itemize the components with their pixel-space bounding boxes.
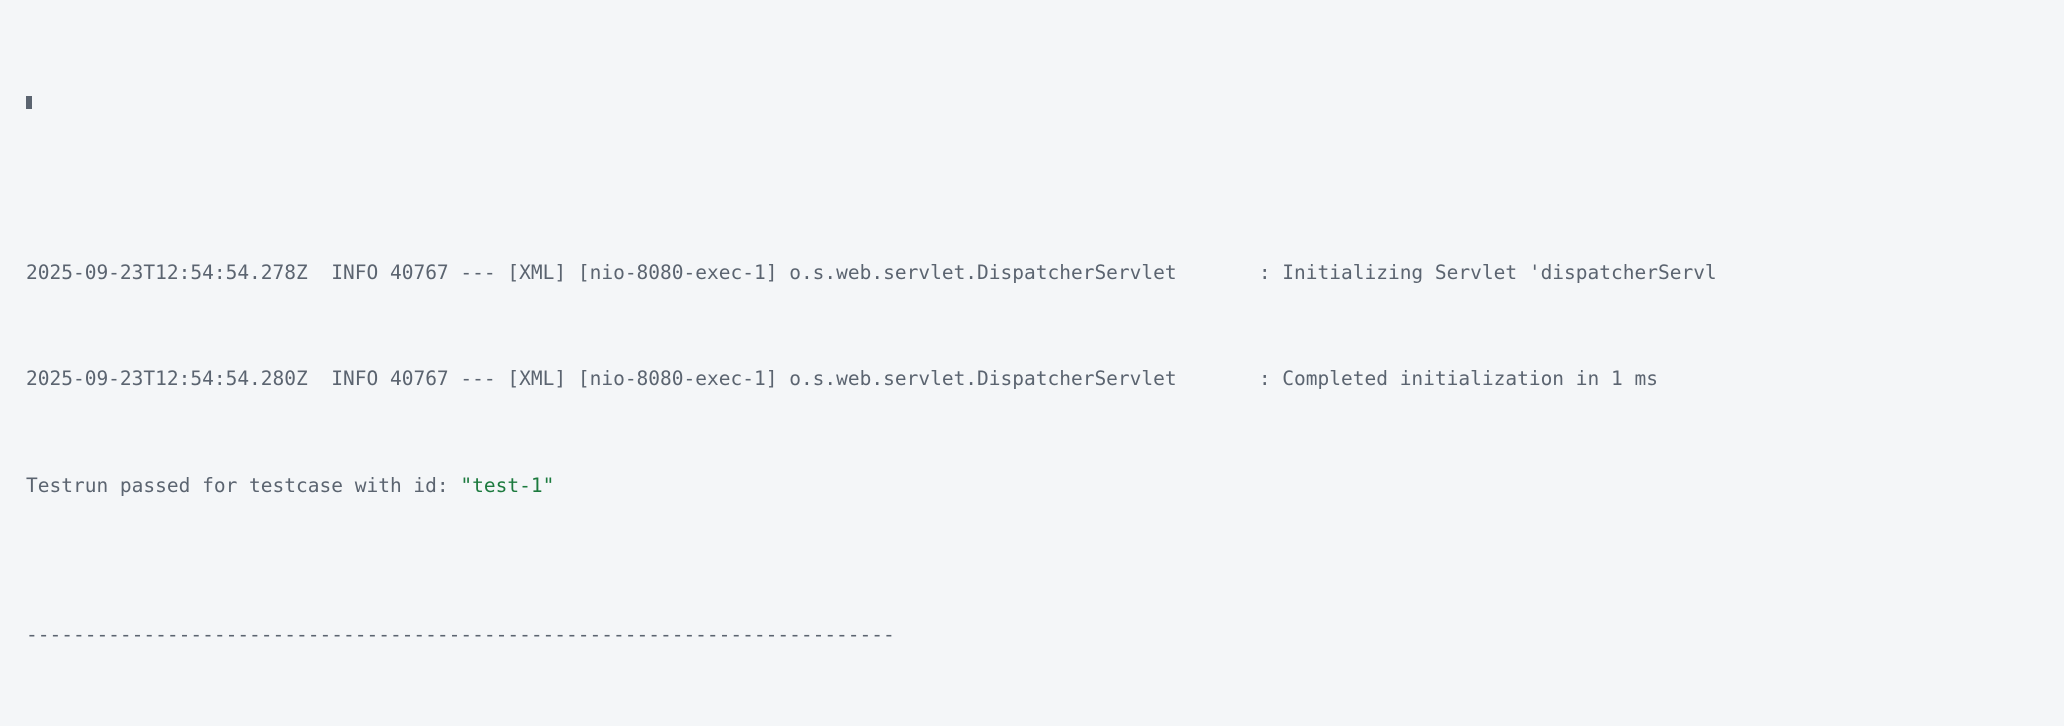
separator-dashed-1: ----------------------------------------… [26,622,895,646]
log-gap4 [496,261,508,284]
log-gap2 [378,367,390,390]
testrun-passed-id: "test-1" [460,473,555,497]
log-sep: --- [460,367,496,391]
log-thread: [nio-8080-exec-1] [577,367,778,391]
log-level: INFO [331,367,379,391]
log-pid: 40767 [389,260,449,284]
log-thread: [nio-8080-exec-1] [577,260,778,284]
log-gap5 [566,367,578,390]
log-gap5 [566,261,578,284]
log-gap4 [496,367,508,390]
log-level: INFO [331,260,379,284]
testrun-passed-line-1: Testrun passed for testcase with id: "te… [0,473,2064,497]
caret-glyph [26,96,32,110]
log-message: : Completed initialization in 1 ms [1258,367,1658,391]
log-gap6 [777,261,789,284]
log-gap2 [378,261,390,284]
log-gap3 [449,367,461,390]
log-sep: --- [460,260,496,284]
log-pid: 40767 [389,367,449,391]
log-logger: o.s.web.servlet.DispatcherServlet [789,260,1177,284]
log-logger: o.s.web.servlet.DispatcherServlet [789,367,1177,391]
log-timestamp: 2025-09-23T12:54:54.278Z [26,260,308,284]
log-thread-group: [XML] [507,367,567,391]
testrun-passed-label: Testrun passed for testcase with id: [26,473,461,497]
spacer [0,560,2064,581]
log-timestamp: 2025-09-23T12:54:54.280Z [26,367,308,391]
spacer [0,688,2064,709]
log-thread-group: [XML] [507,260,567,284]
log-gap7 [1177,367,1259,390]
log-gap [308,367,331,390]
log-line-spring-2: 2025-09-23T12:54:54.280Z INFO 40767 --- … [0,368,2064,389]
log-message: : Initializing Servlet 'dispatcherServl [1258,260,1717,284]
log-line-spring-1: 2025-09-23T12:54:54.278Z INFO 40767 --- … [0,260,2064,284]
log-gap [308,261,331,284]
log-gap3 [449,261,461,284]
log-gap7 [1177,261,1259,284]
cursor-fragment [0,91,2064,112]
spacer [0,155,2064,176]
log-gap6 [777,367,789,390]
